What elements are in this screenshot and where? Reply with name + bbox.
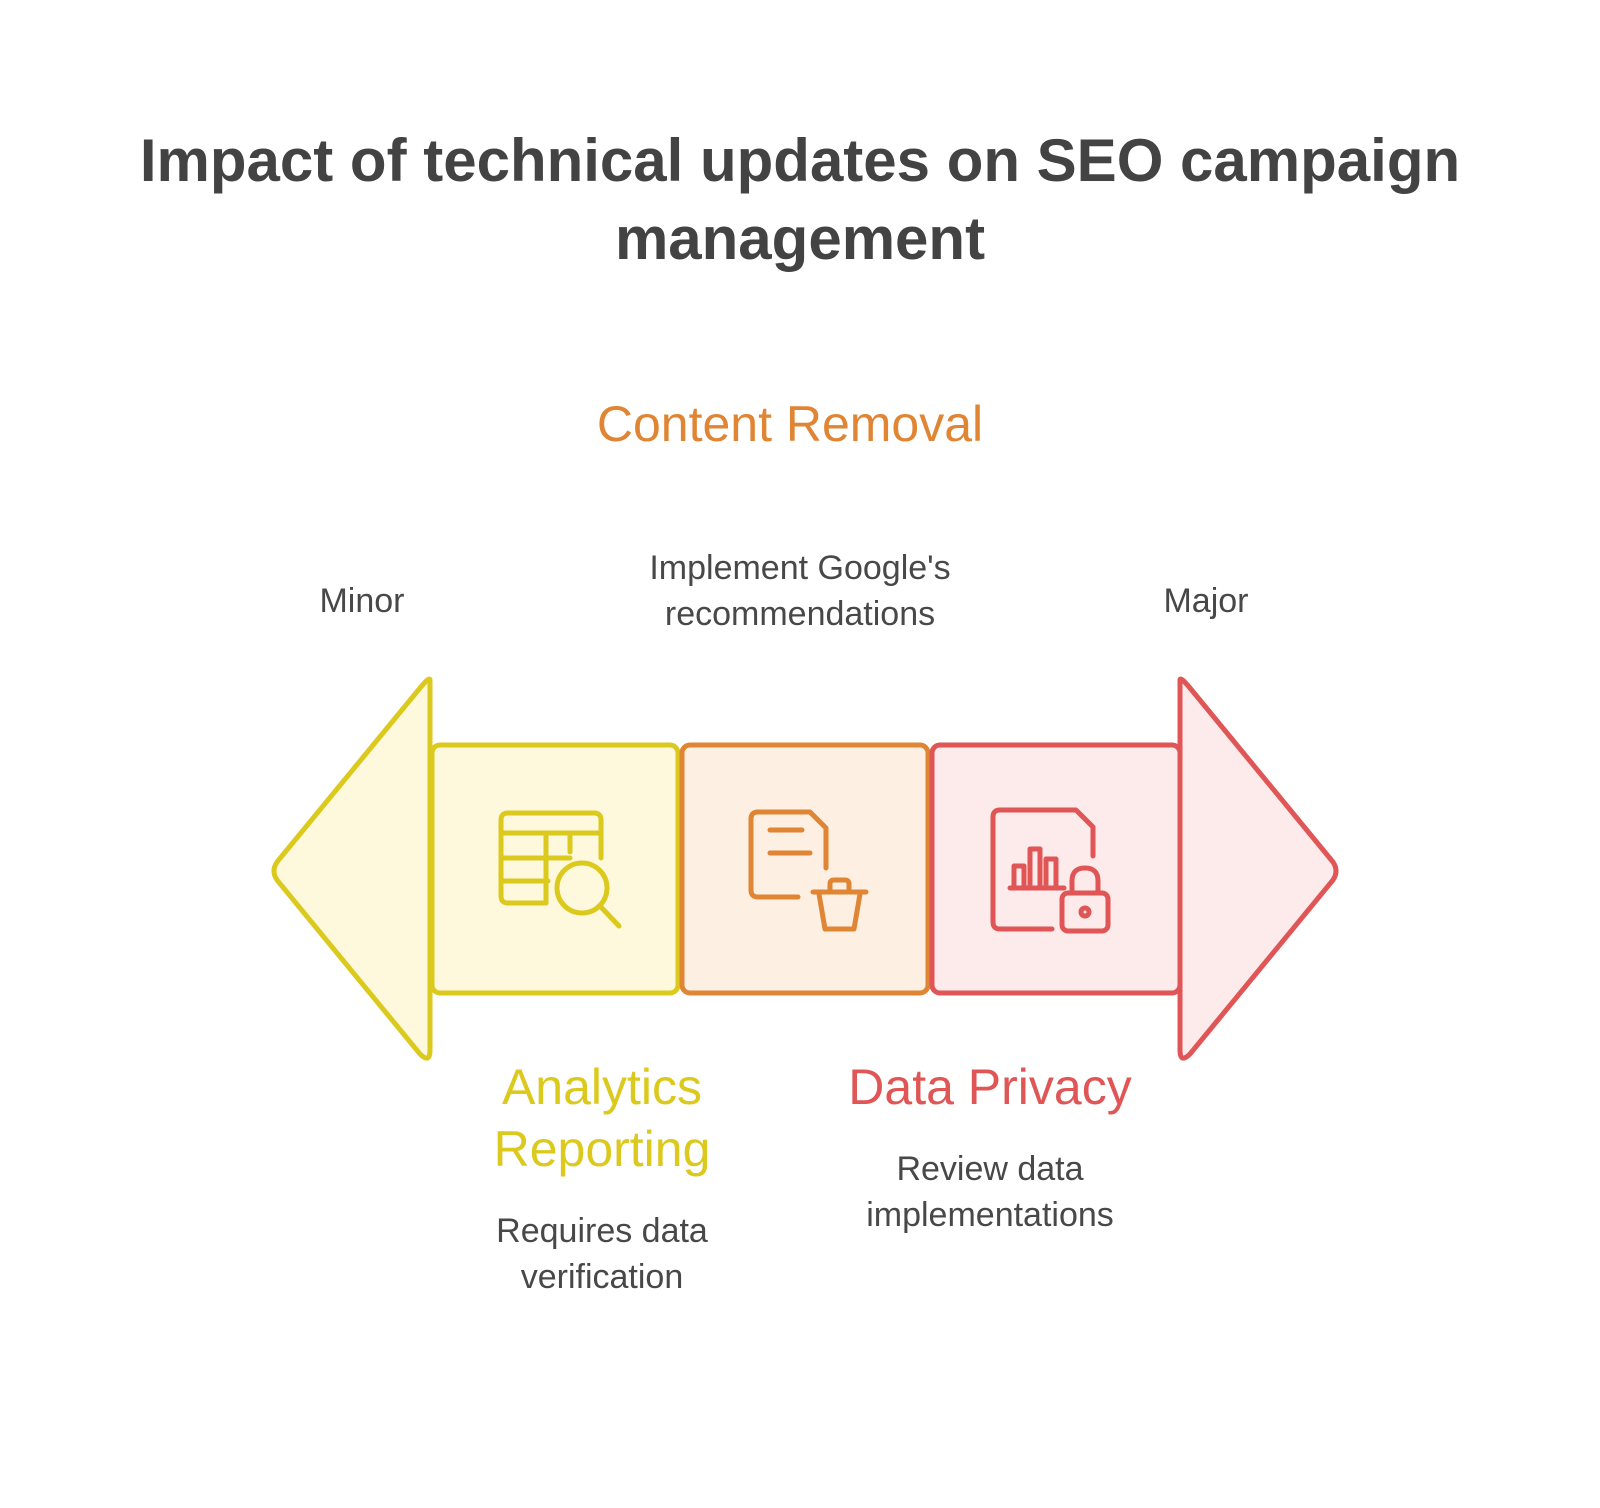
analytics-reporting-heading: Analytics Reporting: [493, 1059, 711, 1177]
segment-content-removal: [679, 742, 931, 996]
data-privacy-description: Review data implementations: [866, 1150, 1114, 1234]
report-lock-icon: [990, 807, 1111, 934]
page-title: Impact of technical updates on SEO campa…: [139, 127, 1461, 272]
scale-minor-label: Minor: [319, 582, 405, 620]
document-trash-icon: [748, 809, 869, 932]
content-removal-description: Implement Google's recommendations: [649, 549, 951, 633]
segment-analytics-reporting: [429, 742, 681, 996]
table-search-icon: [498, 810, 622, 929]
minor-arrow-head: [271, 676, 433, 1061]
scale-major-label: Major: [1163, 582, 1249, 620]
content-removal-heading: Content Removal: [596, 396, 984, 452]
analytics-reporting-description: Requires data verification: [496, 1212, 708, 1296]
data-privacy-heading: Data Privacy: [848, 1059, 1132, 1115]
major-arrow-head: [1177, 676, 1339, 1061]
